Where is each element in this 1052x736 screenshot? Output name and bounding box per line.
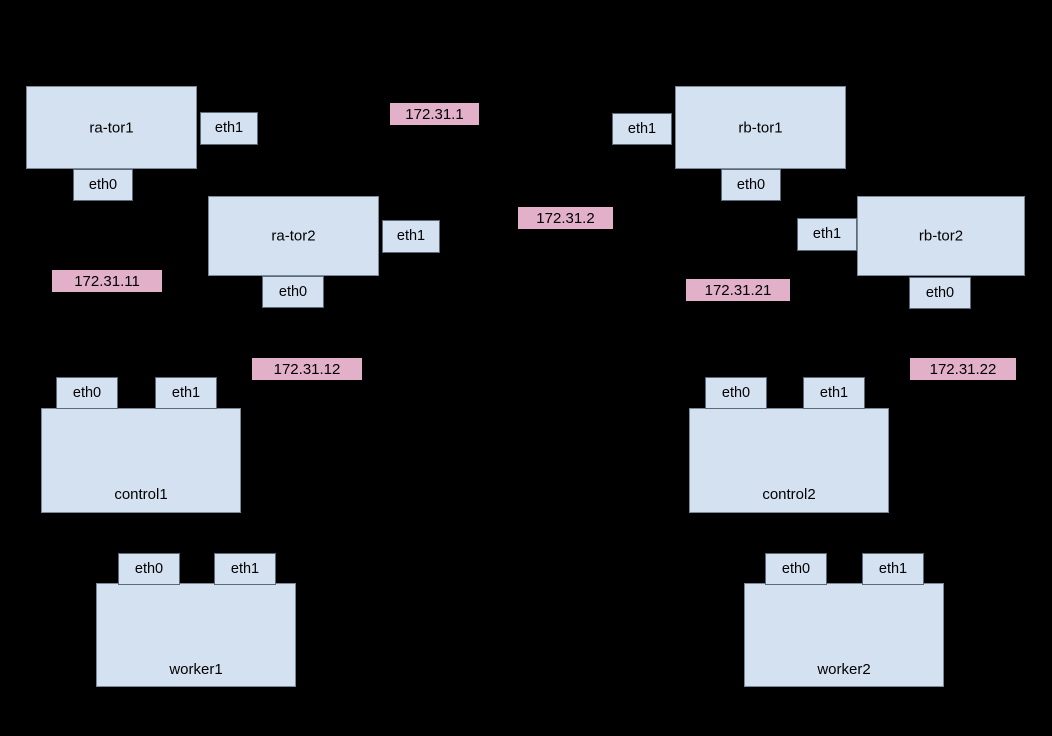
interface-control1-eth0[interactable]: eth0 <box>56 377 118 409</box>
interface-rb-tor2-eth0[interactable]: eth0 <box>909 277 971 309</box>
interface-worker1-eth0[interactable]: eth0 <box>118 553 180 585</box>
node-ra-tor2[interactable]: ra-tor2 <box>208 196 379 276</box>
interface-worker2-eth0[interactable]: eth0 <box>765 553 827 585</box>
node-label-ra-tor1: ra-tor1 <box>89 119 134 136</box>
node-worker1[interactable]: worker1 <box>96 583 296 687</box>
interface-ra-tor1-eth0[interactable]: eth0 <box>73 169 133 201</box>
ip-label-172-31-22: 172.31.22 <box>910 358 1016 380</box>
node-ra-tor1[interactable]: ra-tor1 <box>26 86 197 169</box>
ip-label-172-31-11: 172.31.11 <box>52 270 162 292</box>
node-label-rb-tor1: rb-tor1 <box>738 119 783 136</box>
node-label-worker1: worker1 <box>169 661 223 678</box>
interface-control2-eth0[interactable]: eth0 <box>705 377 767 409</box>
interface-rb-tor1-eth0[interactable]: eth0 <box>721 169 781 201</box>
node-label-worker2: worker2 <box>817 661 871 678</box>
interface-control1-eth1[interactable]: eth1 <box>155 377 217 409</box>
interface-control2-eth1[interactable]: eth1 <box>803 377 865 409</box>
ip-label-172-31-21: 172.31.21 <box>686 279 790 301</box>
interface-ra-tor1-eth1[interactable]: eth1 <box>200 112 258 145</box>
interface-ra-tor2-eth1[interactable]: eth1 <box>382 220 440 253</box>
interface-ra-tor2-eth0[interactable]: eth0 <box>262 276 324 308</box>
node-worker2[interactable]: worker2 <box>744 583 944 687</box>
node-rb-tor1[interactable]: rb-tor1 <box>675 86 846 169</box>
ip-label-172-31-1: 172.31.1 <box>390 103 479 125</box>
interface-rb-tor1-eth1[interactable]: eth1 <box>612 113 672 145</box>
ip-label-172-31-12: 172.31.12 <box>252 358 362 380</box>
interface-worker1-eth1[interactable]: eth1 <box>214 553 276 585</box>
node-label-ra-tor2: ra-tor2 <box>271 227 316 245</box>
ip-label-172-31-2: 172.31.2 <box>518 207 613 229</box>
interface-worker2-eth1[interactable]: eth1 <box>862 553 924 585</box>
node-control1[interactable]: control1 <box>41 408 241 513</box>
node-label-control1: control1 <box>114 486 168 503</box>
node-label-control2: control2 <box>762 486 816 503</box>
node-rb-tor2[interactable]: rb-tor2 <box>857 196 1025 276</box>
node-label-rb-tor2: rb-tor2 <box>918 227 964 245</box>
node-control2[interactable]: control2 <box>689 408 889 513</box>
interface-rb-tor2-eth1[interactable]: eth1 <box>797 218 857 251</box>
